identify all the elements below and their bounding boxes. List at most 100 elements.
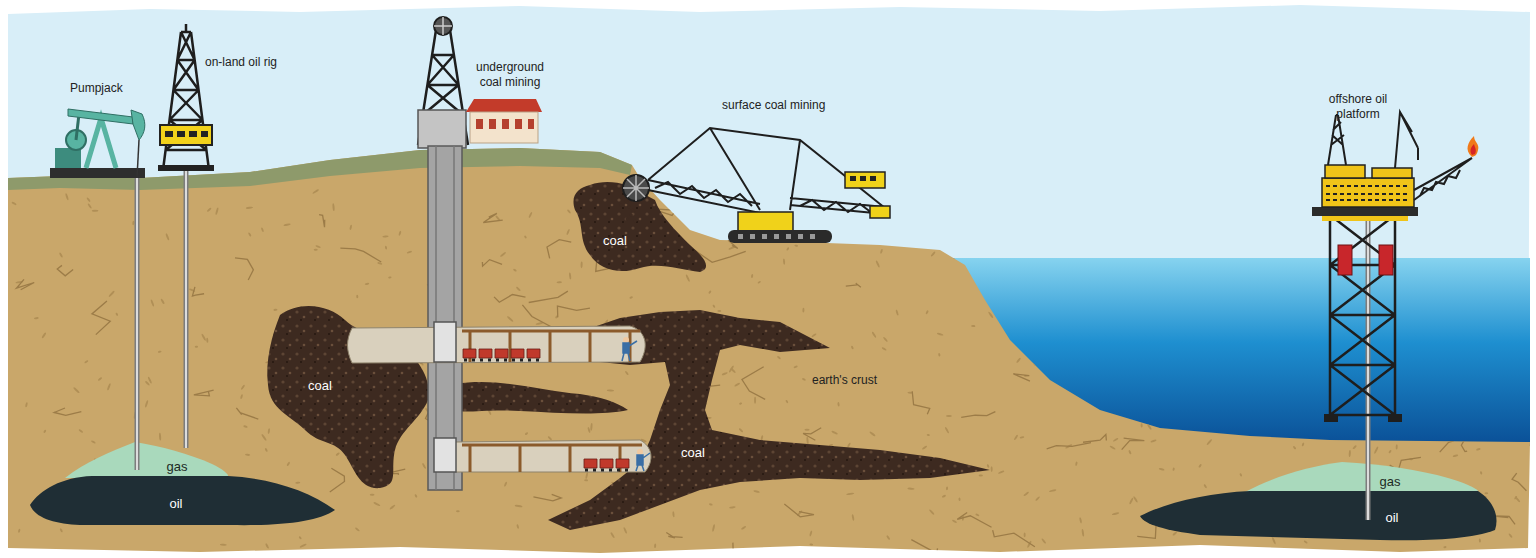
- crust-speck: [86, 197, 91, 202]
- crust-speck: [1163, 354, 1168, 358]
- crust-speck: [73, 387, 80, 394]
- crust-crack: [961, 412, 995, 418]
- crust-speck: [206, 207, 211, 212]
- crust-speck: [730, 368, 736, 374]
- crust-speck: [429, 320, 433, 328]
- platform-modules: [1325, 165, 1365, 178]
- crust-speck: [1066, 252, 1071, 260]
- crust-speck: [750, 211, 756, 214]
- crust-crack: [57, 265, 73, 275]
- crust-speck: [810, 231, 814, 235]
- crust-speck: [1014, 434, 1019, 440]
- crust-speck: [373, 502, 381, 507]
- crust-speck: [1368, 243, 1373, 245]
- well-pipe: [135, 178, 140, 470]
- crust-speck: [365, 283, 370, 286]
- crust-speck: [1394, 295, 1399, 303]
- crust-speck: [41, 332, 46, 339]
- crust-speck: [1448, 369, 1453, 376]
- falling-coal: [620, 200, 636, 222]
- crust-speck: [1075, 461, 1078, 466]
- crust-crack: [1056, 241, 1073, 251]
- mine-carts: [584, 459, 629, 468]
- crust-speck: [777, 355, 782, 359]
- crust-crack: [1299, 315, 1316, 325]
- crust-speck: [1329, 315, 1335, 318]
- well-pipe: [184, 170, 189, 448]
- pumpjack-crank: [66, 130, 86, 150]
- crust-speck: [1020, 436, 1025, 439]
- crust-speck: [719, 229, 722, 235]
- crust-speck: [685, 274, 690, 282]
- crust-speck: [1240, 274, 1245, 276]
- crust-speck: [1073, 265, 1078, 268]
- crust-speck: [566, 229, 570, 236]
- crust-speck: [528, 212, 533, 219]
- crust-speck: [1221, 392, 1223, 398]
- crust-speck: [811, 333, 817, 338]
- crust-speck: [1413, 425, 1418, 428]
- crust-speck: [946, 486, 948, 490]
- mine-house: [470, 112, 538, 143]
- crust-speck: [1150, 194, 1156, 201]
- crust-speck: [1508, 533, 1513, 538]
- crust-speck: [107, 383, 112, 391]
- flare-boom: [1414, 158, 1472, 200]
- crust-speck: [1487, 402, 1490, 408]
- crust-speck: [1041, 538, 1047, 544]
- crust-speck: [356, 295, 358, 299]
- crust-speck: [450, 261, 454, 264]
- crust-speck: [1268, 271, 1272, 276]
- crust-speck: [158, 350, 162, 353]
- crust-speck: [938, 353, 941, 357]
- crust-crack: [742, 367, 765, 400]
- crust-speck: [150, 299, 154, 307]
- excavator-body: [738, 212, 793, 231]
- crust-speck: [261, 434, 267, 442]
- crust-speck: [927, 434, 930, 436]
- crust-crack: [236, 408, 258, 419]
- oil-reservoir-shape: [30, 476, 335, 525]
- jacket-foot: [1324, 414, 1338, 422]
- crust-speck: [1293, 446, 1297, 450]
- crust-speck: [981, 184, 988, 191]
- pumpjack-frame: [86, 118, 116, 168]
- crust-speck: [524, 235, 527, 239]
- crust-speck: [1117, 410, 1121, 413]
- winding-house: [418, 110, 466, 148]
- crust-speck: [215, 207, 219, 215]
- crust-crack: [1462, 418, 1482, 423]
- deposit-label: coal: [681, 445, 705, 460]
- oil-reservoir: oil: [25, 472, 340, 530]
- coal-deposit-shape: [267, 306, 428, 488]
- crust-speck: [1480, 471, 1483, 475]
- crust-speck: [1099, 373, 1106, 377]
- crust-speck: [804, 429, 809, 431]
- platform-modules: [1372, 168, 1412, 178]
- crust-speck: [1093, 203, 1098, 208]
- tunnel-supports: [462, 445, 642, 472]
- crust-speck: [1344, 305, 1348, 310]
- crust-crack: [896, 192, 914, 200]
- crust-speck: [875, 260, 880, 268]
- crust-speck: [1024, 532, 1026, 537]
- crust-speck: [971, 325, 975, 327]
- crust-speck: [515, 504, 523, 507]
- deposit-label: coal: [308, 378, 332, 393]
- crust-crack: [1214, 286, 1230, 309]
- crust-speck: [1021, 203, 1027, 209]
- crust-crack: [235, 258, 253, 280]
- crust-speck: [1382, 217, 1386, 221]
- crust-speck: [751, 274, 754, 278]
- crust-crack: [533, 494, 561, 500]
- crust-speck: [273, 309, 277, 311]
- crust-speck: [1340, 410, 1346, 412]
- crust-crack: [728, 237, 738, 248]
- crust-speck: [1180, 381, 1188, 384]
- crust-speck: [958, 497, 960, 501]
- crust-speck: [987, 265, 992, 267]
- crust-speck: [78, 429, 83, 434]
- crust-crack: [957, 512, 991, 527]
- crust-speck: [370, 494, 375, 496]
